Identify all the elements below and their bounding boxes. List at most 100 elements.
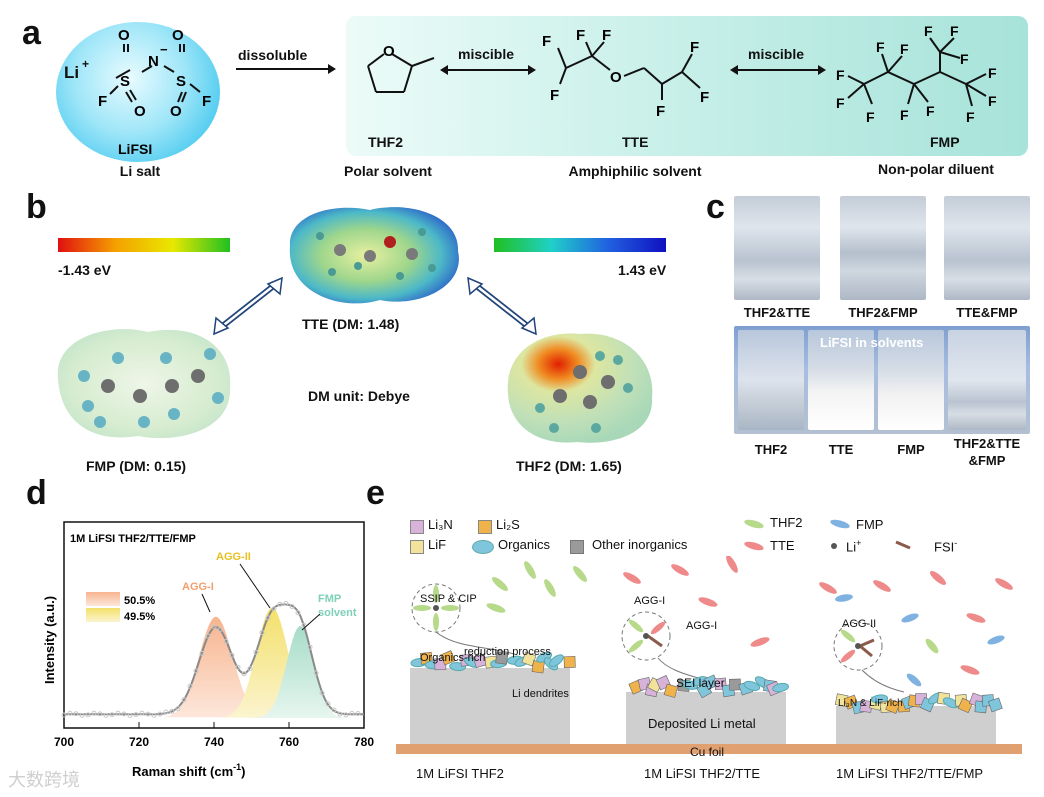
esp-scale-left	[58, 238, 230, 252]
raw-data-point	[139, 710, 145, 716]
raw-data-point	[217, 627, 223, 633]
svg-text:S: S	[120, 73, 130, 90]
sei-particle	[495, 651, 509, 665]
chart-sample-label: 1M LiFSI THF2/TTE/FMP	[70, 533, 196, 545]
raw-data-point	[169, 708, 175, 714]
svg-text:F: F	[960, 51, 969, 67]
cu-foil-label: Cu foil	[690, 745, 725, 759]
svg-text:O: O	[118, 27, 130, 44]
sei-particle	[885, 698, 901, 714]
raw-data-point	[199, 650, 205, 656]
svg-text:F: F	[576, 27, 585, 44]
sheath-circle-3	[833, 621, 883, 671]
raw-data-point	[277, 601, 283, 607]
svg-text:F: F	[836, 67, 845, 83]
x-tick-label: 760	[279, 735, 299, 749]
legend-swatch-2	[86, 608, 120, 622]
polar-caption: Polar solvent	[344, 163, 432, 179]
raw-data-point	[349, 710, 355, 716]
raw-data-point	[133, 712, 139, 718]
li-charge: +	[82, 57, 89, 71]
svg-text:F: F	[656, 103, 665, 120]
ssip-cip-label: SSIP & CIP	[420, 593, 477, 605]
sei-schematic	[396, 556, 1022, 754]
raw-data-point	[157, 711, 163, 717]
svg-text:F: F	[926, 103, 935, 119]
lif-swatch	[410, 540, 424, 554]
fmp-structure: F F F F F F F F F F F F F	[836, 24, 997, 125]
svg-text:F: F	[98, 93, 107, 110]
svg-text:F: F	[690, 39, 699, 56]
panel-letter-c: c	[706, 188, 725, 226]
fsi-icon	[895, 540, 911, 550]
vial-lifsi-fmp	[878, 330, 944, 430]
vial-lifsi-tte	[808, 330, 874, 430]
fmp-icon	[830, 519, 850, 529]
raw-data-point	[307, 644, 313, 650]
raw-data-point	[241, 671, 247, 677]
legend-swatch-1	[86, 592, 120, 606]
sheath-3-contents	[840, 629, 875, 663]
li3n-label: Li₃N	[428, 517, 453, 532]
thf2-esp-map	[507, 333, 653, 443]
nonpolar-caption: Non-polar diluent	[878, 161, 994, 177]
arrow-dissoluble-label: dissoluble	[238, 47, 308, 63]
free-tte-2	[623, 556, 770, 647]
thf2-legend-label: THF2	[770, 515, 803, 530]
sei-layer-label: SEI layer	[676, 676, 725, 690]
raw-data-point	[253, 649, 259, 655]
dissoluble-arrow-icon	[236, 64, 336, 74]
sei-particle	[772, 682, 789, 693]
sheath-2-contents	[628, 619, 666, 653]
free-species-3	[819, 571, 1013, 687]
li2s-label: Li₂S	[496, 517, 520, 532]
x-tick-label: 720	[129, 735, 149, 749]
agg-i-label-a: AGG-I	[634, 595, 666, 607]
x-tick-label: 740	[204, 735, 224, 749]
raw-data-point	[313, 670, 319, 676]
sei-particle	[440, 650, 456, 666]
raw-data-point	[283, 601, 289, 606]
raw-data-point	[61, 712, 67, 718]
free-thf2-1	[486, 561, 587, 613]
col3-caption: 1M LiFSI THF2/TTE/FMP	[836, 766, 984, 781]
raw-data-point	[67, 710, 73, 716]
li-ion-icon	[831, 543, 837, 549]
raw-data-point	[229, 652, 235, 658]
svg-text:O: O	[383, 43, 395, 60]
tte-label: TTE	[622, 134, 649, 150]
svg-text:F: F	[900, 107, 909, 123]
fmp-dm-caption: FMP (DM: 0.15)	[86, 458, 187, 474]
li-ion-legend-label: Li+	[846, 538, 862, 555]
svg-text:F: F	[924, 24, 933, 39]
other-inorganics-swatch	[570, 540, 584, 554]
panel-letter-e: e	[366, 474, 385, 512]
sei-particle	[549, 654, 564, 667]
raw-data-point	[337, 711, 343, 717]
cu-foil	[396, 744, 1022, 754]
raw-data-point	[331, 707, 337, 713]
svg-text:F: F	[900, 41, 909, 57]
sheath-circle-2	[621, 611, 671, 661]
x-tick-label: 700	[54, 735, 74, 749]
miscible-arrow-2-icon	[730, 65, 826, 75]
panel-letter-d: d	[26, 474, 47, 512]
raw-data-point	[205, 633, 211, 639]
y-axis-label: Intensity (a.u.)	[42, 596, 57, 684]
tte-legend-label: TTE	[770, 538, 795, 553]
agg-ii-label: AGG-II	[842, 618, 877, 630]
peak-label-solvent: solvent	[318, 607, 357, 619]
svg-text:F: F	[966, 109, 975, 125]
lifsi-vial-label-5: &FMP	[968, 453, 1006, 468]
li-metal-1	[410, 668, 570, 744]
svg-text:F: F	[866, 109, 875, 125]
raw-data-point	[145, 711, 151, 717]
fmp-pointer	[301, 613, 321, 631]
raw-data-point	[235, 664, 241, 670]
raw-data-point	[295, 610, 301, 616]
agg-ii-pointer	[239, 563, 271, 609]
sei-particle	[957, 697, 974, 714]
thf2-icon	[744, 519, 764, 529]
lifsi-in-solvents-title: LiFSI in solvents	[820, 335, 924, 350]
